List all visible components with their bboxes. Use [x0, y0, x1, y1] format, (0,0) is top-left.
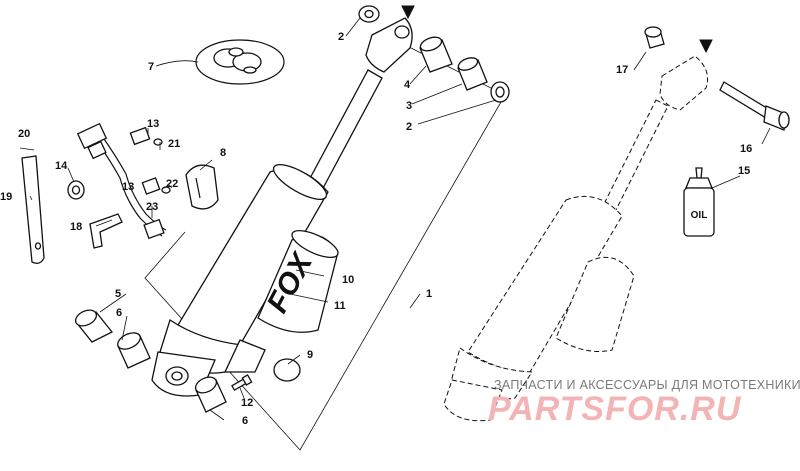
watermark: ЗАПЧАСТИ И АКСЕССУАРЫ ДЛЯ МОТОТЕХНИКИ PA… — [488, 378, 800, 428]
callout-2-top: 2 — [338, 31, 344, 43]
bolt-16 — [719, 81, 790, 131]
callout-13-lower: 13 — [122, 181, 134, 193]
spacer-17 — [644, 26, 665, 49]
washer-2-right — [490, 81, 510, 103]
callout-17: 17 — [616, 64, 628, 76]
callout-1: 1 — [426, 288, 432, 300]
top-arrow-marker — [401, 5, 415, 20]
oil-bottle-15: OIL — [683, 167, 715, 237]
callout-4: 4 — [404, 79, 411, 91]
callout-19: 19 — [0, 191, 12, 203]
bushing-3 — [457, 57, 488, 91]
callout-15: 15 — [738, 165, 750, 177]
callout-12: 12 — [241, 397, 253, 409]
watermark-tagline: ЗАПЧАСТИ И АКСЕССУАРЫ ДЛЯ МОТОТЕХНИКИ — [494, 378, 800, 392]
callout-7: 7 — [148, 61, 154, 73]
oil-label: OIL — [691, 210, 708, 221]
callout-22: 22 — [166, 178, 178, 190]
callout-10: 10 — [342, 274, 354, 286]
callout-14: 14 — [55, 160, 68, 172]
callout-5: 5 — [115, 288, 121, 300]
leader-lines — [29, 17, 771, 421]
hose-adjuster-assembly — [67, 122, 171, 249]
reference-shock-dashed — [443, 39, 713, 422]
callout-8: 8 — [220, 147, 226, 159]
callout-11: 11 — [334, 300, 346, 312]
callout-13-upper: 13 — [147, 118, 159, 130]
callout-6-upper: 6 — [116, 307, 122, 319]
strap-19 — [19, 147, 45, 264]
main-shock-assembly: FOX — [151, 5, 415, 397]
bushing-6-lower — [194, 376, 227, 413]
seal-kit-7 — [195, 39, 285, 85]
callout-23: 23 — [146, 201, 158, 213]
watermark-brand: PARTSFOR.RU — [488, 390, 742, 428]
callout-6-lower: 6 — [242, 415, 248, 427]
callout-16: 16 — [740, 143, 752, 155]
callouts: 1 2 2 3 4 5 6 6 7 8 9 10 11 12 13 13 14 … — [0, 31, 752, 427]
washer-2-top — [358, 5, 380, 23]
callout-9: 9 — [307, 349, 313, 361]
callout-2-right: 2 — [406, 121, 412, 133]
callout-18: 18 — [70, 221, 82, 233]
callout-21: 21 — [168, 138, 180, 150]
bushing-5 — [74, 309, 114, 343]
callout-20: 20 — [18, 128, 30, 140]
right-top-arrow-marker — [699, 39, 713, 54]
cap-9 — [273, 358, 301, 382]
clip-8 — [185, 164, 219, 210]
callout-3: 3 — [406, 100, 412, 112]
bushing-6-upper — [117, 332, 151, 369]
bolt-12 — [231, 374, 253, 391]
bushing-4 — [419, 36, 453, 73]
